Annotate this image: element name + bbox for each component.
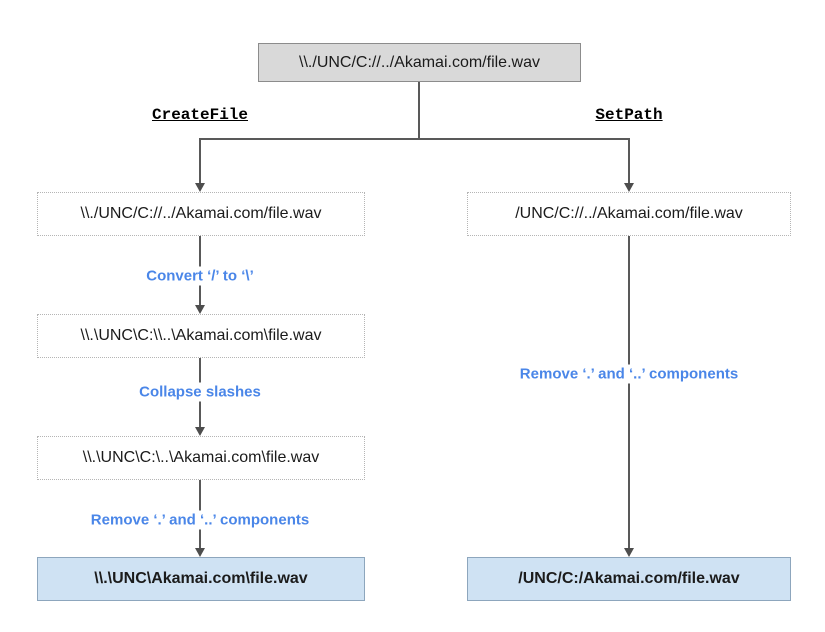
connector-line-right-drop bbox=[628, 138, 630, 185]
op-label-collapse-slashes: Collapse slashes bbox=[133, 382, 267, 402]
arrow-down-icon bbox=[624, 183, 634, 192]
createfile-step1-path-box: \\./UNC/C://../Akamai.com/file.wav bbox=[37, 192, 365, 236]
setpath-result-path-box: /UNC/C:/Akamai.com/file.wav bbox=[467, 557, 791, 601]
connector-line-left-drop bbox=[199, 138, 201, 185]
createfile-step3-path-box: \\.\UNC\C:\..\Akamai.com\file.wav bbox=[37, 436, 365, 480]
arrow-down-icon bbox=[195, 548, 205, 557]
op-label-convert-slashes: Convert ‘/’ to ‘\’ bbox=[140, 266, 260, 286]
connector-line-branch-cross bbox=[199, 138, 629, 140]
createfile-step2-path-box: \\.\UNC\C:\\..\Akamai.com\file.wav bbox=[37, 314, 365, 358]
arrow-down-icon bbox=[195, 305, 205, 314]
arrow-down-icon bbox=[624, 548, 634, 557]
connector-line-root-stem bbox=[418, 82, 420, 138]
op-label-remove-dot-components-right: Remove ‘.’ and ‘..’ components bbox=[513, 364, 745, 384]
connector-line bbox=[628, 236, 630, 549]
root-path-box: \\./UNC/C://../Akamai.com/file.wav bbox=[258, 43, 581, 82]
op-label-remove-dot-components-left: Remove ‘.’ and ‘..’ components bbox=[84, 510, 316, 530]
arrow-down-icon bbox=[195, 427, 205, 436]
branch-label-setpath: SetPath bbox=[595, 106, 663, 124]
branch-label-createfile: CreateFile bbox=[151, 106, 249, 124]
arrow-down-icon bbox=[195, 183, 205, 192]
createfile-result-path-box: \\.\UNC\Akamai.com\file.wav bbox=[37, 557, 365, 601]
setpath-step1-path-box: /UNC/C://../Akamai.com/file.wav bbox=[467, 192, 791, 236]
